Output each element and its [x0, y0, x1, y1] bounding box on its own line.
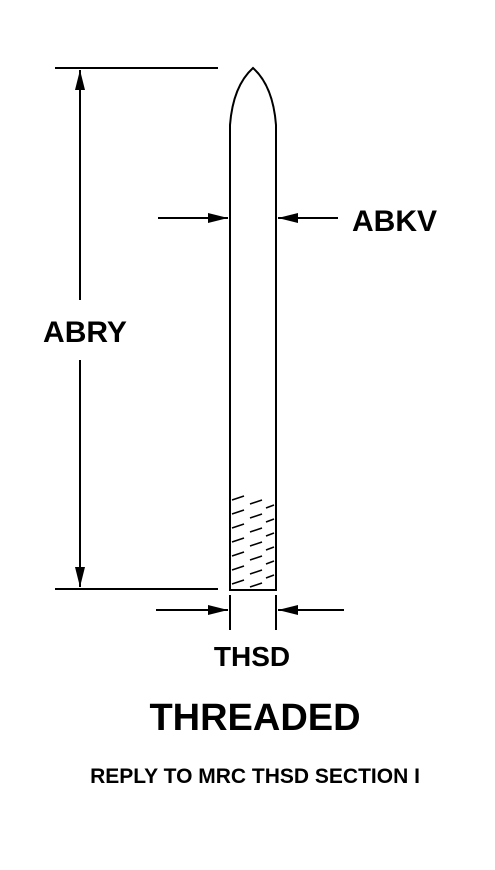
thread-hatching	[231, 495, 275, 588]
pin-outline	[229, 66, 277, 591]
diagram-title: THREADED	[149, 697, 360, 739]
reply-note: REPLY TO MRC THSD SECTION I	[90, 765, 420, 788]
pin-tip	[229, 66, 277, 591]
length-dimension	[55, 67, 218, 590]
diameter-label: ABKV	[352, 205, 437, 238]
length-label: ABRY	[43, 316, 127, 349]
thread-diameter-label: THSD	[214, 641, 290, 672]
thread-diameter-dimension	[156, 595, 344, 630]
